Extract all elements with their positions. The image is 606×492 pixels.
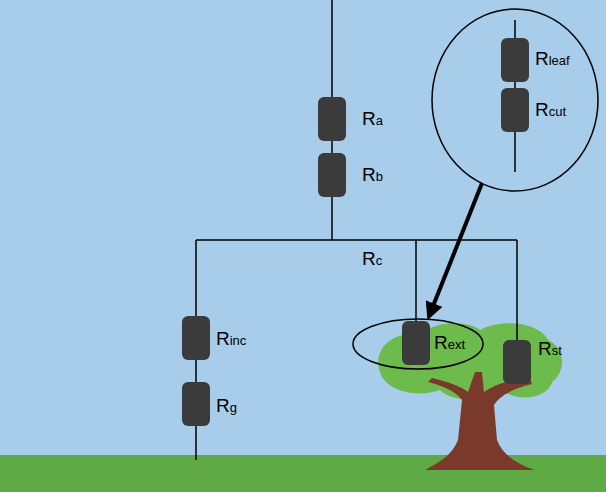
ellipse-callout: RleafRcut: [431, 8, 599, 192]
resistor-symbol: [182, 382, 210, 426]
resistor-symbol: [402, 321, 430, 365]
wire: [196, 239, 517, 241]
arrow-connector: [431, 183, 482, 311]
resistor-symbol: [503, 340, 531, 384]
ellipse-outline: [431, 8, 599, 192]
resistor-symbol: [501, 88, 529, 132]
wire: [516, 240, 518, 340]
resistor-label: Rinc: [216, 328, 246, 352]
resistor-symbol: [501, 38, 529, 82]
resistor-symbol: [182, 316, 210, 360]
resistor-label: Ra: [362, 108, 383, 132]
wire: [415, 240, 417, 321]
resistor-label: Rleaf: [535, 48, 570, 72]
resistor-label: Rb: [362, 164, 383, 188]
ellipse-callout: Rext: [352, 318, 484, 370]
resistor-symbol: [318, 153, 346, 197]
resistor-label: Rext: [434, 332, 465, 356]
ellipse-outline: [353, 319, 483, 369]
resistor-symbol: [318, 97, 346, 141]
resistor-label: Rst: [538, 338, 562, 362]
ellipse-outline: [432, 9, 598, 191]
tree-trunk: [425, 372, 535, 470]
resistor-label: Rcut: [535, 99, 566, 123]
ground: [0, 455, 606, 492]
resistor-label: Rg: [216, 395, 237, 419]
resistor-label: Rc: [362, 248, 382, 272]
